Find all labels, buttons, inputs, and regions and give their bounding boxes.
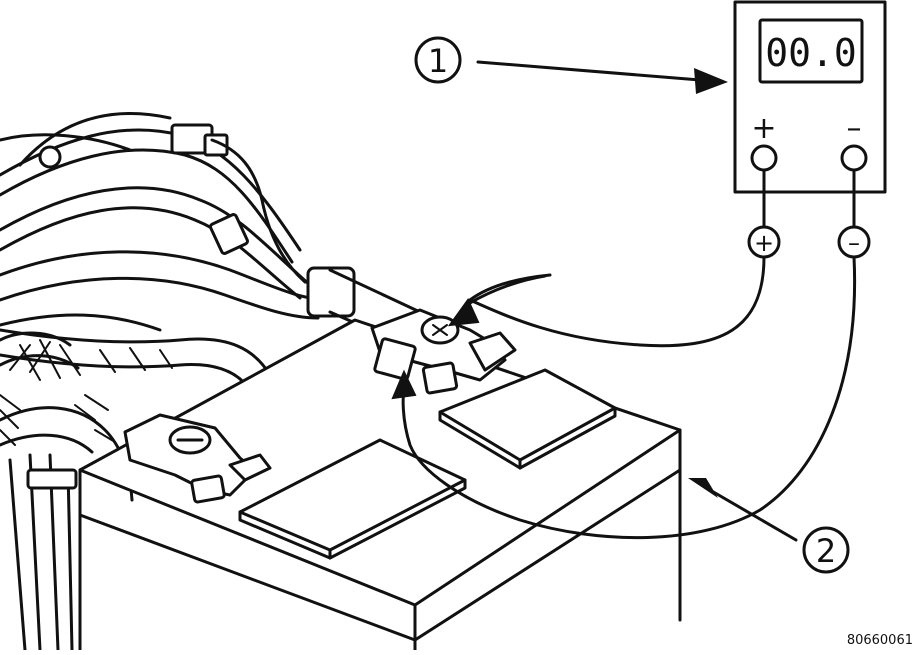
callout-1-leader <box>476 60 702 82</box>
positive-battery-clamp <box>370 308 517 395</box>
meter-display-value: 00.0 <box>765 31 857 75</box>
meter-positive-label: + <box>751 111 776 146</box>
negative-probe-symbol: – <box>848 229 860 257</box>
negative-lead-to-clamp <box>401 255 857 540</box>
negative-lead-arrowhead <box>391 369 417 400</box>
callout-2-number: 2 <box>816 532 836 570</box>
negative-battery-clamp <box>123 413 272 504</box>
callout-1-circle <box>414 36 462 84</box>
meter-display <box>758 18 864 84</box>
wiring-harness <box>0 112 422 652</box>
meter-negative-label: – <box>847 111 862 146</box>
voltmeter: 00.0 + – <box>733 0 887 194</box>
callout-2: 2 <box>688 478 850 574</box>
callout-2-leader <box>708 488 798 542</box>
battery <box>78 318 682 652</box>
callout-1: 1 <box>414 36 728 94</box>
figure-id: 80660061 <box>846 633 913 648</box>
meter-positive-jack <box>750 144 778 172</box>
callout-1-arrowhead <box>694 68 728 94</box>
meter-negative-jack <box>840 144 868 172</box>
callout-1-number: 1 <box>428 42 448 80</box>
callout-2-circle <box>802 526 850 574</box>
callout-2-arrowhead <box>688 478 718 498</box>
positive-lead-to-post <box>468 255 766 348</box>
test-leads: + – <box>391 168 871 540</box>
positive-lead-arrowhead <box>447 298 480 327</box>
positive-probe-symbol: + <box>754 229 774 257</box>
